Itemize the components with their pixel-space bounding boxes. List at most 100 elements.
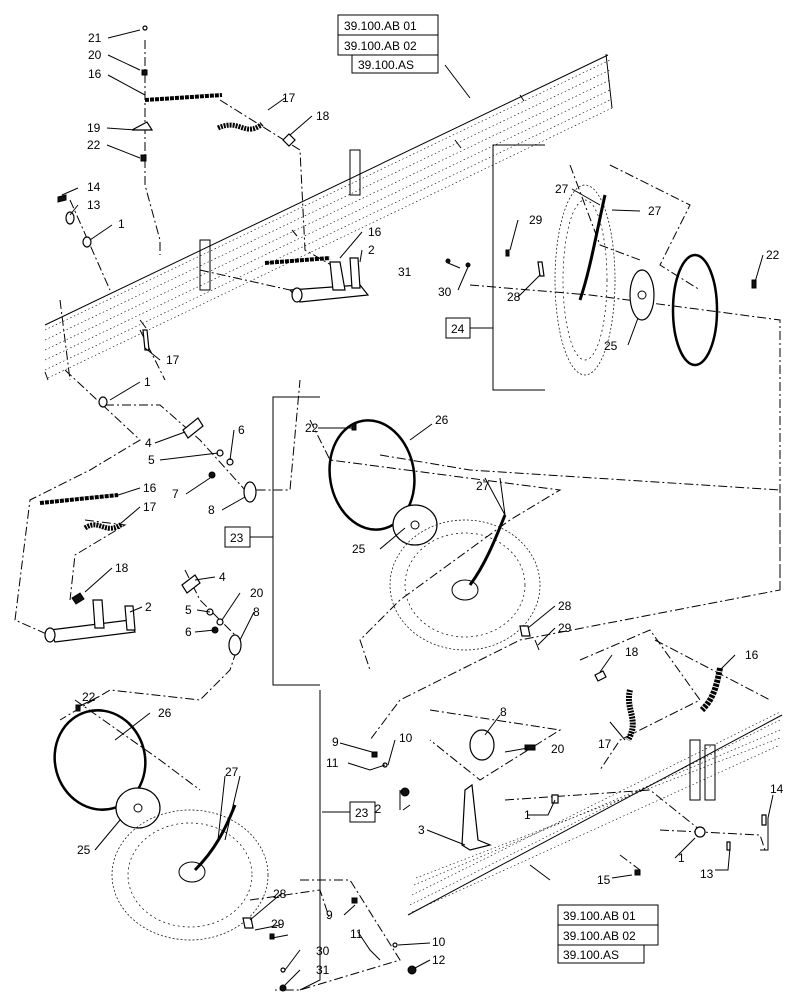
callout-label: 1 — [144, 375, 151, 389]
callout-label: 2 — [145, 600, 152, 614]
callout-label: 17 — [282, 91, 296, 105]
callout-label: 22 — [305, 421, 319, 435]
spring-part — [216, 121, 264, 132]
callout-label: 25 — [352, 542, 366, 556]
callout-label: 29 — [529, 213, 543, 227]
bushing-part — [82, 236, 92, 248]
callout-label: 10 — [399, 731, 413, 745]
assembly-ref-label: 23 — [355, 806, 369, 820]
chain-part — [144, 93, 223, 102]
callout-label: 7 — [172, 487, 179, 501]
callout-label: 12 — [432, 953, 446, 967]
pin-part — [181, 574, 201, 594]
callout-label: 28 — [558, 599, 572, 613]
nut-part — [140, 154, 147, 162]
reference-text: 39.100.AB 01 — [563, 909, 636, 923]
callout-label: 20 — [551, 742, 565, 756]
reference-text: 39.100.AS — [358, 58, 414, 72]
reference-text: 39.100.AB 01 — [344, 19, 417, 33]
reference-text: 39.100.AB 02 — [344, 39, 417, 53]
callout-label: 15 — [597, 873, 611, 887]
reference-box-bottom[interactable]: 39.100.AB 01 39.100.AB 02 39.100.AS — [557, 904, 659, 964]
callout-label: 17 — [598, 737, 612, 751]
callout-label: 4 — [219, 570, 226, 584]
callout-label: 10 — [432, 935, 446, 949]
callout-label: 18 — [316, 109, 330, 123]
arm-part — [264, 256, 370, 303]
callout-label: 6 — [185, 625, 192, 639]
washer-part — [216, 618, 224, 626]
callout-label: 25 — [77, 843, 91, 857]
callout-label: 8 — [208, 503, 215, 517]
callout-label: 6 — [238, 423, 245, 437]
assembly-ref-24[interactable]: 24 — [445, 317, 471, 339]
callout-label: 16 — [143, 481, 157, 495]
lower-right-parts — [269, 667, 767, 992]
callout-label: 30 — [438, 285, 452, 299]
callout-label: 8 — [500, 705, 507, 719]
callout-label: 17 — [166, 353, 180, 367]
spring-anchor-part — [71, 592, 85, 605]
callout-label: 2 — [368, 243, 375, 257]
leader-lines — [61, 29, 774, 986]
reference-text: 39.100.AB 02 — [563, 929, 636, 943]
bracket-part — [131, 121, 154, 131]
callout-label: 18 — [115, 561, 129, 575]
callout-label: 9 — [332, 735, 339, 749]
reference-text: 39.100.AS — [563, 948, 619, 962]
callout-label: 29 — [558, 621, 572, 635]
spring-part — [83, 521, 124, 531]
assembly-ref-23-lower[interactable]: 23 — [349, 801, 376, 823]
callout-label: 31 — [398, 265, 412, 279]
callout-label: 28 — [273, 887, 287, 901]
callout-label: 17 — [143, 500, 157, 514]
pin-part — [182, 417, 204, 439]
bolt-part — [142, 25, 148, 31]
callout-label: 14 — [87, 180, 101, 194]
callout-label: 20 — [88, 48, 102, 62]
callout-label: 31 — [316, 963, 330, 977]
callout-label: 4 — [145, 436, 152, 450]
callout-label: 30 — [316, 944, 330, 958]
callout-label: 1 — [118, 217, 125, 231]
nut-part — [141, 69, 148, 76]
reference-box-top[interactable]: 39.100.AB 01 39.100.AB 02 39.100.AS — [337, 14, 439, 74]
callout-label: 9 — [326, 908, 333, 922]
nut-part — [208, 471, 216, 479]
callout-label: 27 — [555, 182, 569, 196]
callout-label: 25 — [604, 339, 618, 353]
rake-wheel-top — [445, 184, 757, 376]
assembly-brackets — [250, 144, 545, 991]
callout-label: 29 — [271, 917, 285, 931]
callout-label: 28 — [507, 290, 521, 304]
callout-label: 11 — [350, 927, 363, 941]
callout-label: 13 — [700, 867, 714, 881]
callout-label: 19 — [87, 121, 101, 135]
callout-label: 5 — [148, 453, 155, 467]
callout-label: 16 — [368, 225, 382, 239]
callout-label: 27 — [476, 479, 490, 493]
hub-part — [243, 481, 257, 503]
frame-beam-top — [44, 53, 613, 381]
pin-part — [57, 194, 67, 203]
assembly-lines — [14, 40, 781, 991]
callout-label: 22 — [82, 690, 96, 704]
callout-label: 22 — [87, 138, 101, 152]
assembly-ref-23-upper[interactable]: 23 — [224, 526, 251, 548]
callout-label: 21 — [88, 31, 102, 45]
assembly-ref-label: 24 — [451, 322, 465, 336]
callout-label: 11 — [326, 756, 339, 770]
callout-label: 16 — [88, 67, 102, 81]
callout-label: 26 — [435, 413, 449, 427]
callout-label: 14 — [770, 782, 784, 796]
callout-label: 3 — [418, 823, 425, 837]
arm-part — [44, 599, 136, 643]
callout-label: 13 — [87, 198, 101, 212]
spring-anchor-part — [282, 133, 296, 147]
callout-label: 8 — [253, 605, 260, 619]
frame-beam-bottom — [407, 711, 783, 916]
callout-label: 5 — [185, 603, 192, 617]
clip-part — [65, 211, 75, 225]
callout-label: 27 — [648, 204, 662, 218]
